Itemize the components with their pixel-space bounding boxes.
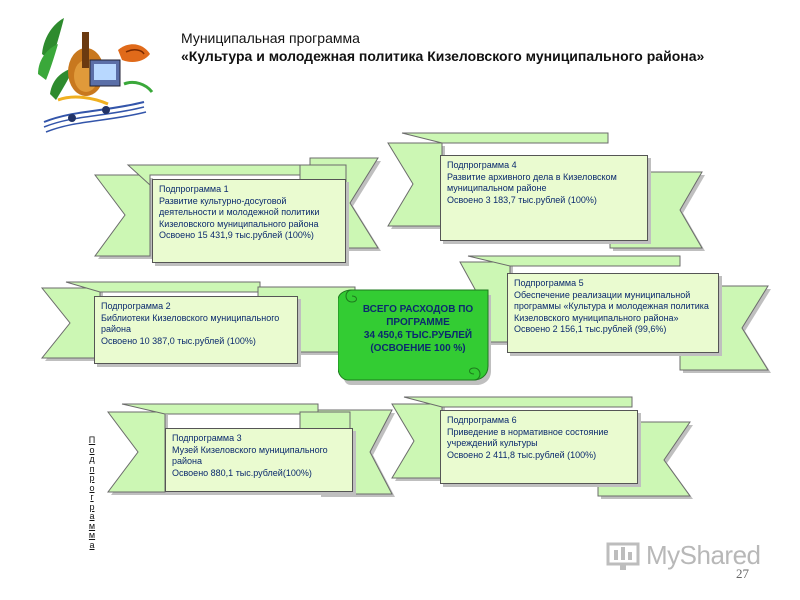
subprogram-description: Библиотеки Кизеловского муниципального р… xyxy=(101,312,280,335)
subprogram-link[interactable]: П о д п р о г р а м м а xyxy=(86,435,98,550)
link-char: п xyxy=(89,463,95,474)
link-char: о xyxy=(89,444,95,455)
subprogram-description: Обеспечение реализации муниципальной про… xyxy=(514,289,709,323)
link-char: П xyxy=(88,435,96,445)
subprogram-header: Подпрограмма 1 xyxy=(159,184,229,194)
subprogram-spent: Освоено 880,1 тыс.рублей(100%) xyxy=(172,467,312,478)
link-char: д xyxy=(89,454,95,464)
subprogram-1-card: Подпрограмма 1 Развитие культурно-досуго… xyxy=(152,179,346,263)
subprogram-header: Подпрограмма 4 xyxy=(447,160,517,170)
page-number: 27 xyxy=(736,566,749,581)
link-char: о xyxy=(89,482,95,493)
subprogram-description: Музей Кизеловского муниципального района xyxy=(172,444,328,467)
subprogram-spent: Освоено 2 411,8 тыс.рублей (100%) xyxy=(447,449,597,460)
subprogram-header: Подпрограмма 6 xyxy=(447,415,517,425)
subprogram-header: Подпрограмма 3 xyxy=(172,433,242,443)
total-line-3: 34 450,6 ТЫС.РУБЛЕЙ xyxy=(363,330,473,341)
link-char: р xyxy=(89,501,95,512)
total-expenses-text: ВСЕГО РАСХОДОВ ПО ПРОГРАММЕ 34 450,6 ТЫС… xyxy=(348,303,488,355)
subprogram-4-card: Подпрограмма 4 Развитие архивного дела в… xyxy=(440,155,648,241)
total-line-4: (ОСВОЕНИЕ 100 %) xyxy=(370,343,466,354)
link-char: г xyxy=(90,492,94,502)
total-scroll xyxy=(338,289,491,385)
link-char: м xyxy=(88,520,96,531)
subprogram-header: Подпрограмма 5 xyxy=(514,278,584,288)
subprogram-spent: Освоено 15 431,9 тыс.рублей (100%) xyxy=(159,230,314,240)
subprogram-3-card: Подпрограмма 3 Музей Кизеловского муници… xyxy=(165,428,353,492)
total-line-1: ВСЕГО РАСХОДОВ ПО xyxy=(362,304,474,315)
culture-logo xyxy=(38,18,154,133)
myshared-logo-icon xyxy=(606,542,640,570)
subprogram-5-card: Подпрограмма 5 Обеспечение реализации му… xyxy=(507,273,719,353)
link-char: а xyxy=(89,539,95,550)
link-char: м xyxy=(88,530,96,540)
subprogram-spent: Освоено 3 183,7 тыс.рублей (100%) xyxy=(447,194,597,205)
subprogram-header: Подпрограмма 2 xyxy=(101,301,171,311)
subprogram-description: Развитие архивного дела в Кизеловском му… xyxy=(447,171,617,194)
link-char: а xyxy=(89,511,95,521)
subprogram-description: Развитие культурно-досуговой деятельност… xyxy=(159,195,320,229)
link-char: р xyxy=(89,473,95,483)
subprogram-description: Приведение в нормативное состояние учреж… xyxy=(447,426,609,449)
program-title: Муниципальная программа xyxy=(181,30,360,46)
subprogram-spent: Освоено 10 387,0 тыс.рублей (100%) xyxy=(101,335,256,346)
total-line-2: ПРОГРАММЕ xyxy=(386,317,450,328)
subprogram-2-card: Подпрограмма 2 Библиотеки Кизеловского м… xyxy=(94,296,298,364)
program-name: «Культура и молодежная политика Кизеловс… xyxy=(181,48,705,64)
subprogram-spent: Освоено 2 156,1 тыс.рублей (99,6%) xyxy=(514,324,667,334)
subprogram-6-card: Подпрограмма 6 Приведение в нормативное … xyxy=(440,410,638,484)
watermark-text: MyShared xyxy=(646,540,761,570)
